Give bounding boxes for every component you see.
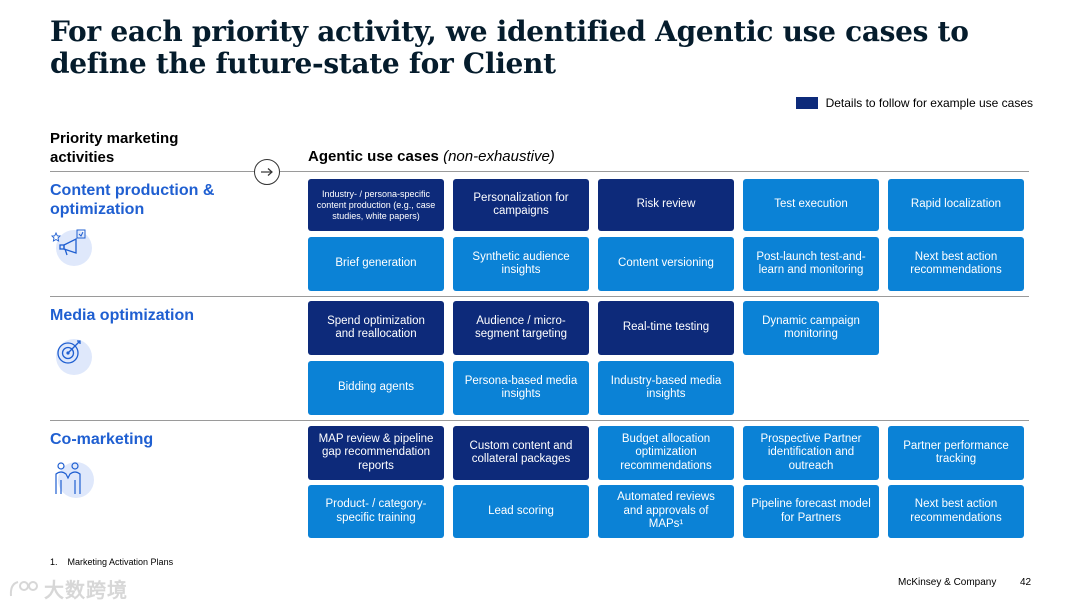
use-case-tile: Post-launch test-and-learn and monitorin… [743, 237, 879, 291]
use-case-tile: Partner performance tracking [888, 426, 1024, 480]
footnote-text: Marketing Activation Plans [67, 557, 174, 567]
section-label-content-production: Content production & optimization [50, 182, 215, 218]
use-case-tile: Risk review [598, 179, 734, 231]
slide-title: For each priority activity, we identifie… [50, 15, 969, 80]
legend-label: Details to follow for example use cases [825, 96, 1033, 110]
page-number: 42 [1020, 577, 1032, 588]
watermark: 大数跨境 [8, 574, 128, 603]
section-divider-1 [50, 296, 1029, 297]
use-case-tile: Pipeline forecast model for Partners [743, 485, 879, 538]
use-case-tile: Custom content and collateral packages [453, 426, 589, 480]
use-case-tile: Spend optimization and reallocation [308, 301, 444, 355]
legend: Details to follow for example use cases [795, 96, 1033, 110]
footer-brand: McKinsey & Company [898, 577, 997, 588]
agentic-use-cases-header: Agentic use cases (non-exhaustive) [308, 148, 555, 165]
footnote-number: 1. [50, 557, 58, 567]
use-case-tile: Persona-based media insights [453, 361, 589, 415]
use-case-tile: Dynamic campaign monitoring [743, 301, 879, 355]
use-case-tile: Content versioning [598, 237, 734, 291]
use-case-tile: Real-time testing [598, 301, 734, 355]
use-case-tile: Next best action recommendations [888, 237, 1024, 291]
use-case-tile: Test execution [743, 179, 879, 231]
use-case-tile: Personalization for campaigns [453, 179, 589, 231]
use-case-tile: Lead scoring [453, 485, 589, 538]
priority-activities-header: Priority marketing activities [50, 130, 179, 166]
header-divider-left [50, 171, 255, 172]
use-case-tile: Rapid localization [888, 179, 1024, 231]
section-label-media-optimization: Media optimization [50, 307, 194, 324]
header-divider-right [280, 171, 1029, 172]
section-divider-2 [50, 420, 1029, 421]
content-megaphone-icon [50, 224, 94, 268]
watermark-text: 大数跨境 [44, 580, 128, 602]
footnote: 1. Marketing Activation Plans [50, 557, 183, 567]
target-icon [50, 333, 94, 377]
legend-swatch [795, 97, 818, 109]
use-case-tile: MAP review & pipeline gap recommendation… [308, 426, 444, 480]
use-case-tile: Brief generation [308, 237, 444, 291]
use-case-tile: Prospective Partner identification and o… [743, 426, 879, 480]
arrow-right-icon [254, 159, 280, 185]
agentic-use-cases-header-bold: Agentic use cases [308, 148, 439, 165]
use-case-tile: Industry- / persona-specific content pro… [308, 179, 444, 231]
use-case-tile: Industry-based media insights [598, 361, 734, 415]
partners-icon [50, 456, 94, 500]
use-case-tile: Budget allocation optimization recommend… [598, 426, 734, 480]
use-case-tile: Automated reviews and approvals of MAPs¹ [598, 485, 734, 538]
use-case-tile: Audience / micro-segment targeting [453, 301, 589, 355]
section-label-co-marketing: Co-marketing [50, 431, 154, 448]
agentic-use-cases-header-italic: (non-exhaustive) [443, 148, 555, 165]
use-case-tile: Bidding agents [308, 361, 444, 415]
use-case-tile: Synthetic audience insights [453, 237, 589, 291]
use-case-tile: Product- / category-specific training [308, 485, 444, 538]
watermark-logo-icon [9, 580, 38, 596]
use-case-tile: Next best action recommendations [888, 485, 1024, 538]
